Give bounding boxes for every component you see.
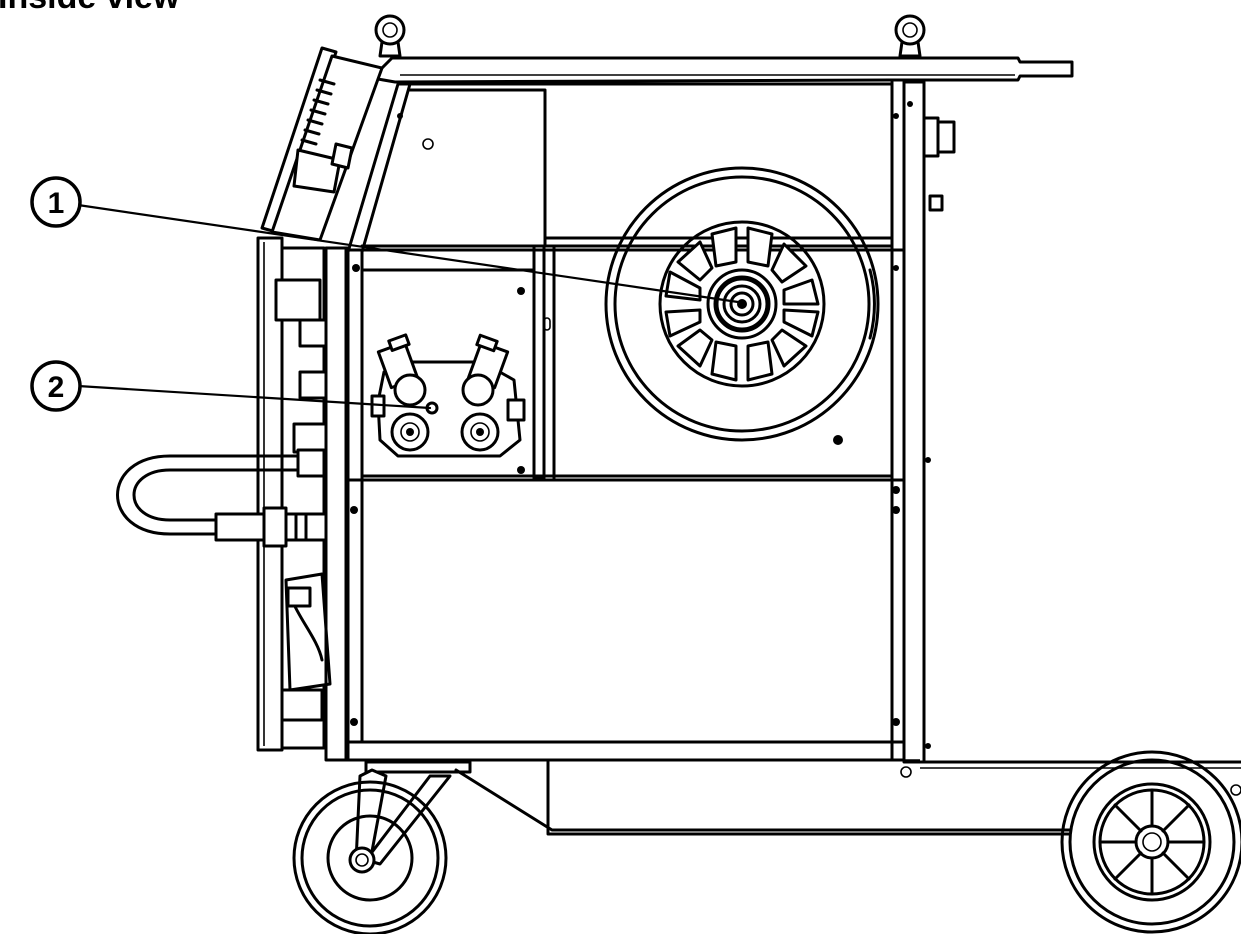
top-lid bbox=[370, 56, 1074, 84]
rear-wheel bbox=[1060, 750, 1241, 934]
frame-screws bbox=[352, 101, 931, 749]
front-caster-wheel bbox=[292, 768, 452, 934]
panel-knob-ribs bbox=[300, 78, 336, 146]
callout-1-number: 1 bbox=[48, 187, 65, 220]
wire-feed-unit bbox=[370, 333, 526, 458]
front-panel bbox=[260, 46, 384, 242]
front-bracket bbox=[284, 572, 332, 692]
rear-wheel-spokes bbox=[1098, 788, 1206, 896]
rear-cable-gland bbox=[922, 116, 956, 212]
callout-1: 1 bbox=[30, 176, 740, 304]
lifting-eye-right bbox=[894, 14, 926, 58]
feeder-compartment bbox=[360, 244, 894, 480]
front-frame bbox=[256, 236, 328, 752]
callout-2-number: 2 bbox=[48, 371, 65, 404]
wire-spool-holder bbox=[604, 166, 880, 445]
lower-panel bbox=[344, 478, 906, 744]
callout-2: 2 bbox=[30, 360, 432, 412]
spool-spokes bbox=[664, 226, 820, 382]
torch-hose bbox=[116, 448, 328, 548]
page-title: Inside view bbox=[0, 0, 179, 17]
lifting-eye-left bbox=[374, 14, 406, 58]
upper-panel bbox=[360, 88, 894, 248]
